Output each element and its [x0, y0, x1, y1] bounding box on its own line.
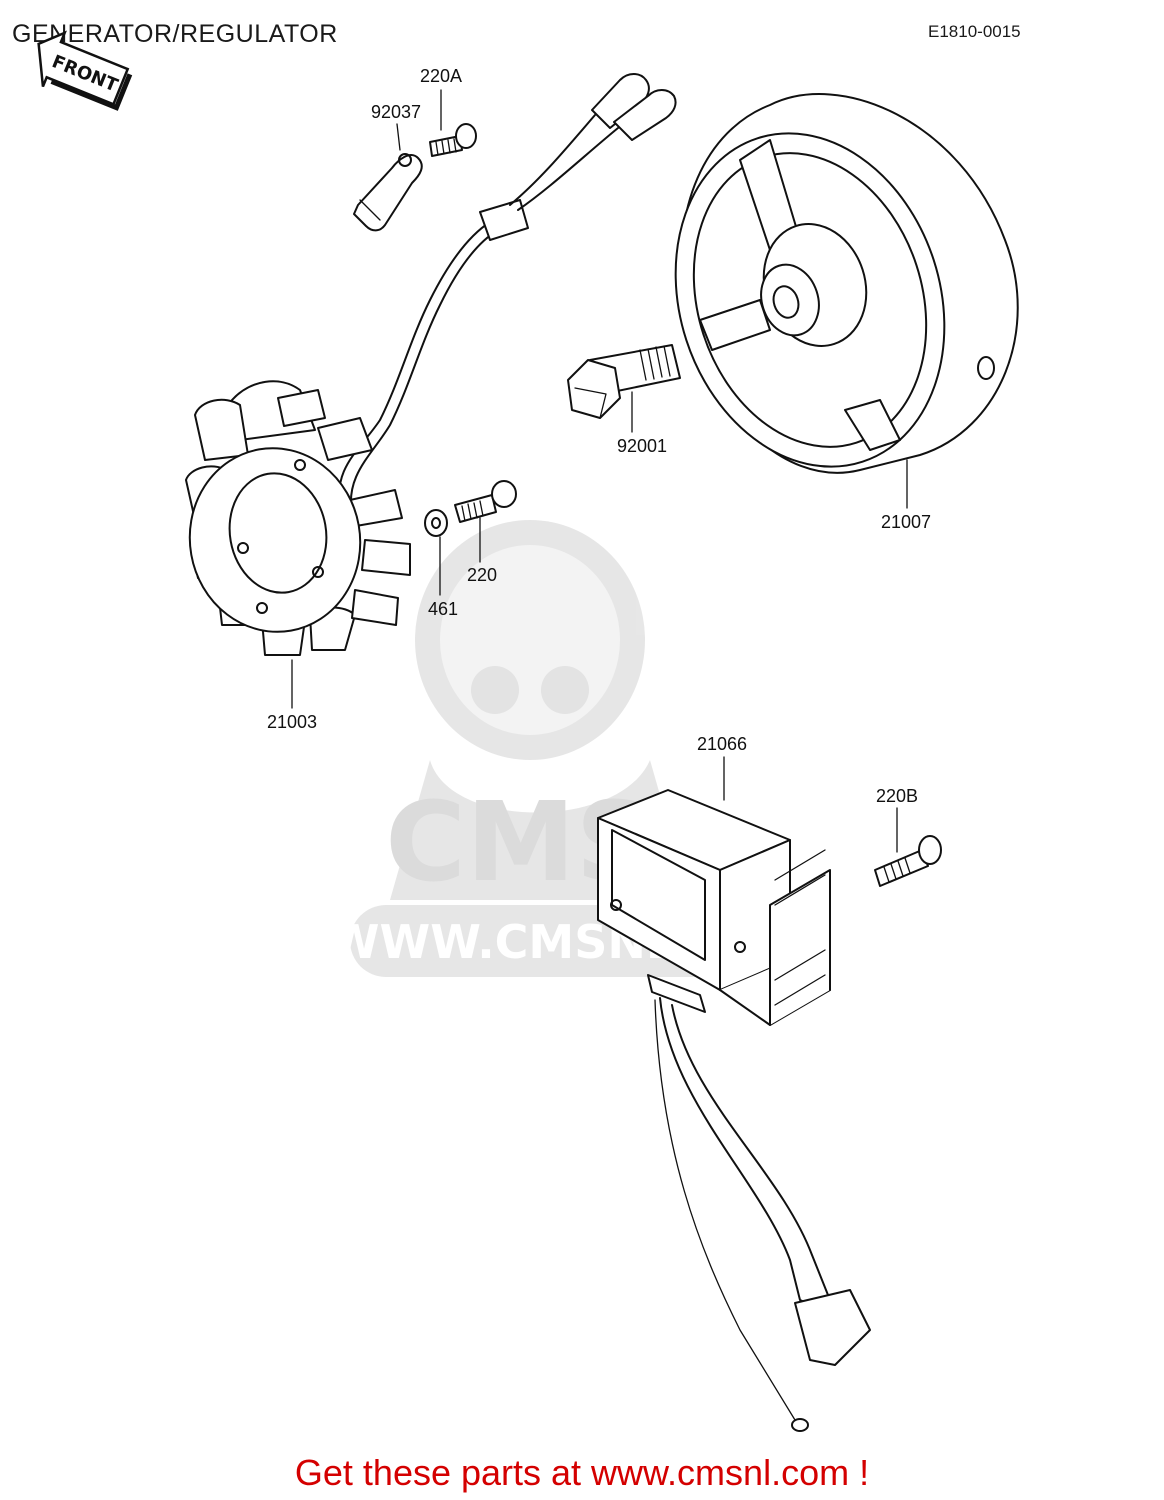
part-label-21003: 21003 [267, 712, 317, 732]
part-label-461: 461 [428, 599, 458, 619]
part-label-92037: 92037 [371, 102, 421, 122]
stator-21003 [185, 380, 411, 656]
part-label-220: 220 [467, 565, 497, 585]
footer-cta-link[interactable]: Get these parts at www.cmsnl.com ! [294, 1452, 870, 1493]
part-label-21007: 21007 [881, 512, 931, 532]
screw-220b [874, 835, 942, 887]
part-label-220a: 220A [420, 66, 462, 86]
screw-220 [454, 480, 517, 523]
leader-lines [291, 89, 908, 853]
part-label-220b: 220B [876, 786, 918, 806]
rotor-21007 [674, 93, 1019, 474]
front-arrow-icon: FRONT [37, 30, 133, 111]
bolt-92001 [567, 344, 681, 419]
stator-harness [338, 73, 677, 515]
screw-220a [429, 123, 477, 157]
regulator-21066 [597, 789, 871, 1432]
part-label-21066: 21066 [697, 734, 747, 754]
diagram-code: E1810-0015 [928, 22, 1021, 41]
washer-461 [424, 509, 448, 537]
part-label-92001: 92001 [617, 436, 667, 456]
part-labels: 220A 92037 92001 21007 220 461 21003 210… [267, 66, 931, 806]
clamp-92037 [353, 153, 423, 232]
